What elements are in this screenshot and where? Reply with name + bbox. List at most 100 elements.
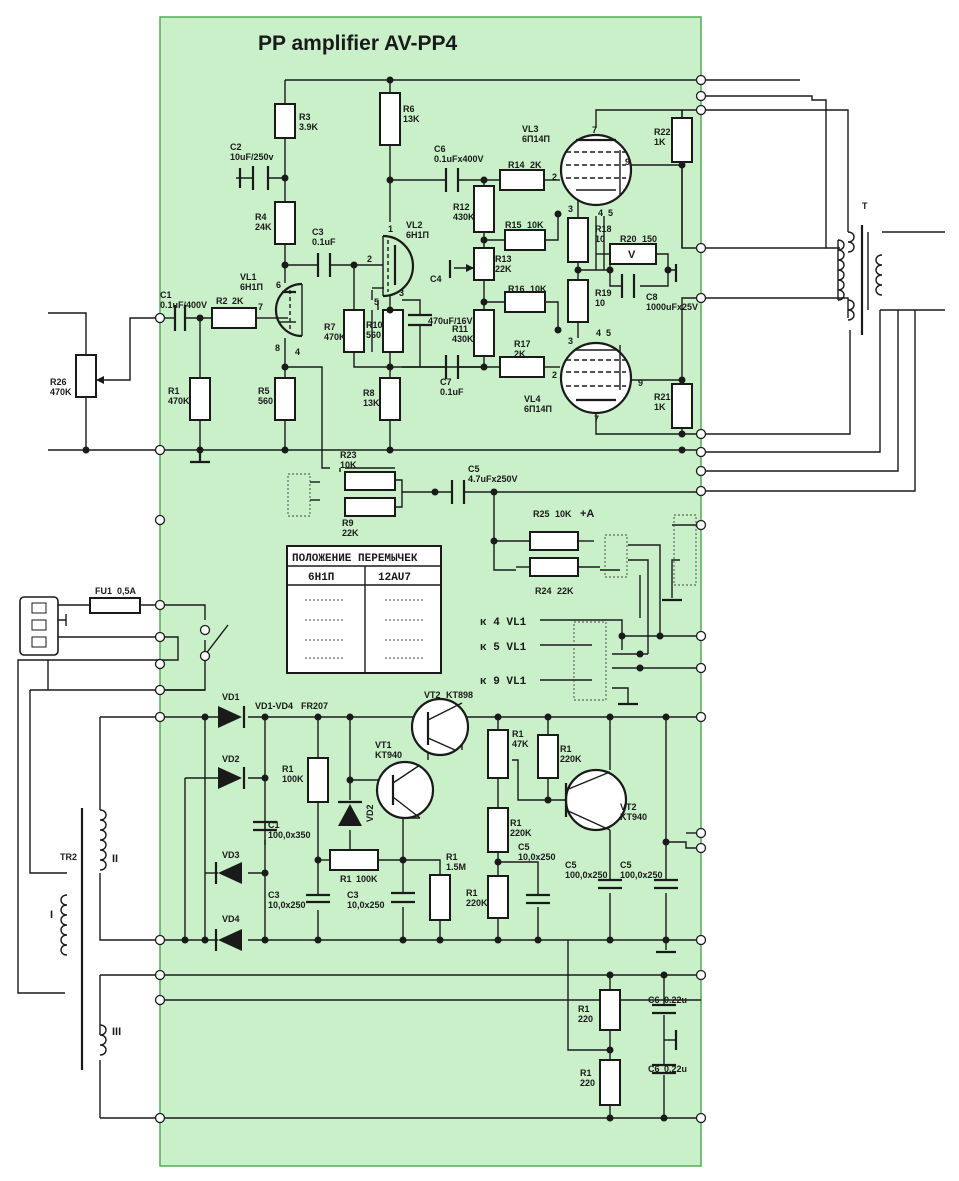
component-name-Rp4: R1 <box>512 729 524 739</box>
component-name-R23: R23 <box>340 450 357 460</box>
component-name-Ch2: C6 <box>648 1064 660 1074</box>
component-name-Cp3b: C3 <box>347 890 359 900</box>
tube-pin-label: 9 <box>638 378 643 388</box>
label-winding-I: I <box>50 909 53 921</box>
resistors <box>75 92 693 1106</box>
transistors <box>375 697 628 832</box>
component-value-Ch2: 0.22u <box>664 1064 687 1074</box>
label-winding-II: II <box>112 853 118 865</box>
tube-pin-label: 3 <box>399 288 404 298</box>
component-value-Cp3b: 10,0x250 <box>347 900 385 910</box>
component-name-C3a: C3 <box>312 227 324 237</box>
component-name-R9: R9 <box>342 518 354 528</box>
component-name-R13: R13 <box>495 254 512 264</box>
component-value-C6a: 0.1uFx400V <box>434 154 484 164</box>
component-value-VL3: 6П14П <box>522 134 550 144</box>
component-name-Rp5: R1 <box>560 744 572 754</box>
component-value-VL2: 6Н1П <box>406 230 429 240</box>
tube-pin-label: 7 <box>592 125 597 135</box>
component-name-R11: R11 <box>452 324 468 334</box>
component-value-R1a: 470K <box>168 396 190 406</box>
component-name-C7: C7 <box>440 377 452 387</box>
component-value-R18: 10 <box>595 234 605 244</box>
tube-pin-label: 3 <box>568 204 573 214</box>
tube-pin-label: 8 <box>275 343 280 353</box>
component-name-R4: R4 <box>255 212 267 222</box>
terminals <box>154 74 707 1124</box>
label-winding-III: III <box>112 1026 121 1038</box>
connector-k9: к 9 VL1 <box>480 676 527 688</box>
component-name-R10: R10 <box>366 320 383 330</box>
tube-pin-label: 4 <box>295 347 300 357</box>
component-value-R4: 24K <box>255 222 272 232</box>
wiring <box>17 79 945 1119</box>
component-value-R15: 10K <box>527 220 544 230</box>
component-value-R19: 10 <box>595 298 605 308</box>
tube-pin-label: 5 <box>606 328 611 338</box>
component-value-R22: 1K <box>654 137 666 147</box>
component-name-VD: VD1-VD4 <box>255 701 293 711</box>
component-name-Rp1: R1 <box>282 764 294 774</box>
component-name-C1a: C1 <box>160 290 172 300</box>
connector-k4: к 4 VL1 <box>480 617 527 629</box>
component-name-Ch1: C6 <box>648 995 660 1005</box>
component-value-VL4: 6П14П <box>524 404 552 414</box>
component-name-R18: R18 <box>595 224 612 234</box>
component-value-R20: 150 <box>642 234 657 244</box>
component-name-VT2b: VT2 <box>620 802 637 812</box>
component-name-R26: R26 <box>50 377 67 387</box>
component-value-R12: 430K <box>453 212 475 222</box>
component-value-C5a: 4.7uFx250V <box>468 474 518 484</box>
tube-pin-label: 2 <box>552 370 557 380</box>
component-name-VT1: VT1 <box>375 740 392 750</box>
component-value-R6: 13K <box>403 114 420 124</box>
component-name-Rp7: R1 <box>466 888 478 898</box>
label-VD1: VD1 <box>222 692 240 702</box>
component-value-C2: 10uF/250v <box>230 152 274 162</box>
component-name-Rp6: R1 <box>510 818 522 828</box>
jumper-table-col1: 6Н1П <box>308 572 334 584</box>
component-name-R20: R20 <box>620 234 637 244</box>
tube-pin-label: 4 <box>598 208 603 218</box>
label-VD2: VD2 <box>222 754 240 764</box>
connector-k5: к 5 VL1 <box>480 642 527 654</box>
component-value-VD: FR207 <box>301 701 328 711</box>
component-value-VT2a: KT898 <box>446 690 473 700</box>
component-name-Rp3: R1 <box>446 852 458 862</box>
label-VD4: VD4 <box>222 914 240 924</box>
component-value-Rp3: 1.5M <box>446 862 466 872</box>
component-value-Rp1: 100K <box>282 774 304 784</box>
component-value-Rp6: 220K <box>510 828 532 838</box>
misc-labels: T TR2 I II III VD1 VD2 VD3 VD4 VD2 V <box>50 201 868 1038</box>
component-value-Rh1: 220 <box>578 1014 593 1024</box>
component-name-FU1: FU1 <box>95 586 112 596</box>
component-value-R17: 2K <box>514 349 526 359</box>
tube-pin-label: 4 <box>596 328 601 338</box>
component-value-R5: 560 <box>258 396 273 406</box>
transformers <box>60 225 883 1070</box>
capacitors <box>173 166 678 1075</box>
component-name-R3: R3 <box>299 112 311 122</box>
tube-pin-label: 7 <box>258 302 263 312</box>
component-value-Rp7: 220K <box>466 898 488 908</box>
jumper-table: ПОЛОЖЕНИЕ ПЕРЕМЫЧЕК 6Н1П 12AU7 <box>286 545 442 674</box>
tube-pin-label: 5 <box>608 208 613 218</box>
component-value-Rp5: 220K <box>560 754 582 764</box>
component-name-VL2: VL2 <box>406 220 423 230</box>
component-value-R11: 430K <box>452 334 474 344</box>
component-name-R14: R14 <box>508 160 525 170</box>
component-value-C1a: 0.1uF/400V <box>160 300 207 310</box>
component-name-Cp5b: C5 <box>565 860 577 870</box>
connector-labels: к 4 VL1 к 5 VL1 к 9 VL1 +A <box>480 508 594 688</box>
component-value-FU1: 0,5A <box>117 586 137 596</box>
component-name-Cp5c: C5 <box>620 860 632 870</box>
component-name-R7: R7 <box>324 322 336 332</box>
component-name-Rh2: R1 <box>580 1068 592 1078</box>
tube-pin-label: 6 <box>276 280 281 290</box>
mains-switch <box>19 596 229 656</box>
tube-pin-label: 5 <box>374 297 379 307</box>
jumper-table-header: ПОЛОЖЕНИЕ ПЕРЕМЫЧЕК <box>292 553 418 565</box>
tube-pin-label: 9 <box>625 157 630 167</box>
component-value-Rh2: 220 <box>580 1078 595 1088</box>
